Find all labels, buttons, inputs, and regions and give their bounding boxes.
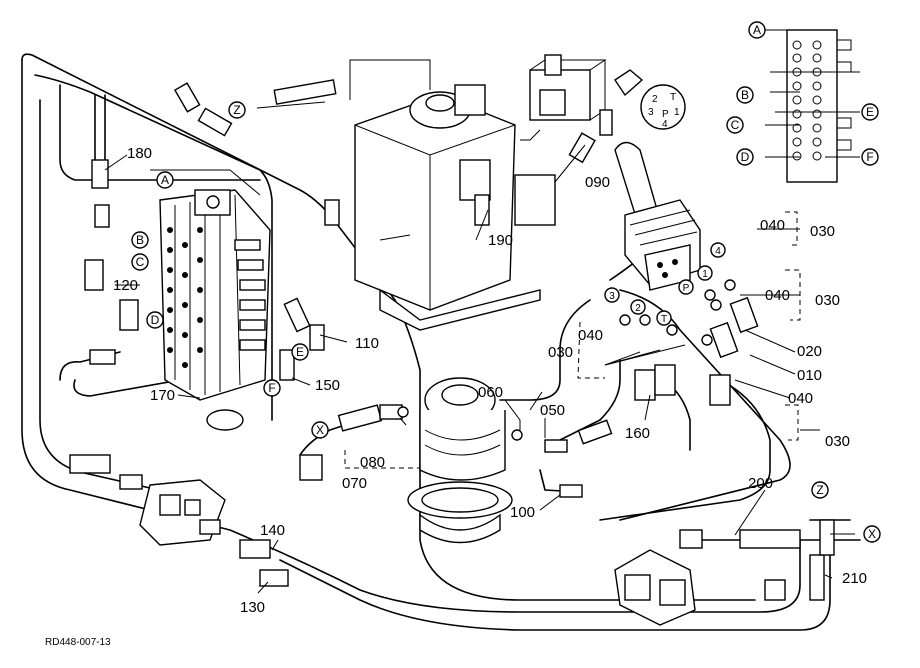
label-030-b: 030 — [815, 292, 840, 309]
ref-letter-d: D — [741, 150, 750, 164]
figure-code: RD448-007-13 — [45, 637, 111, 648]
dashed-brackets — [344, 211, 820, 469]
port-t: T — [661, 314, 667, 325]
ref-letter-z: Z — [816, 483, 823, 497]
label-110: 110 — [355, 335, 379, 352]
label-040-d: 040 — [788, 390, 813, 407]
letter-b: B — [136, 233, 144, 247]
ref-letter-c: C — [731, 118, 740, 132]
part-number-labels: 180 120 170 110 150 190 090 040 030 040 … — [113, 145, 867, 616]
label-170: 170 — [150, 387, 175, 404]
label-200: 200 — [748, 475, 773, 492]
label-150: 150 — [315, 377, 340, 394]
port-map-4: 4 — [662, 119, 668, 130]
label-030-d: 030 — [825, 433, 850, 450]
label-190: 190 — [488, 232, 513, 249]
letter-a: A — [161, 173, 169, 187]
letter-c: C — [136, 255, 145, 269]
port-map-p: P — [662, 109, 669, 120]
ref-letter-a: A — [753, 23, 761, 37]
label-140: 140 — [260, 522, 285, 539]
ref-letter-e: E — [866, 105, 874, 119]
ref-letter-x: X — [868, 527, 876, 541]
control-valve — [150, 169, 271, 431]
label-160: 160 — [625, 425, 650, 442]
label-010: 010 — [797, 367, 822, 384]
port-reference-chart — [765, 29, 860, 183]
ref-letter-b: B — [741, 88, 749, 102]
port-p: P — [683, 283, 690, 294]
leader-lines — [104, 101, 855, 594]
label-040-c: 040 — [578, 327, 603, 344]
label-020: 020 — [797, 343, 822, 360]
letter-z: Z — [233, 103, 240, 117]
letter-e: E — [296, 345, 304, 359]
port-4: 4 — [715, 246, 721, 257]
port-1: 1 — [702, 269, 708, 280]
letter-x: X — [316, 423, 324, 437]
label-080: 080 — [360, 454, 385, 471]
label-090: 090 — [585, 174, 610, 191]
letter-d: D — [151, 313, 160, 327]
label-070: 070 — [342, 475, 367, 492]
label-180: 180 — [127, 145, 152, 162]
lower-right-solenoid — [614, 529, 825, 626]
letter-f: F — [268, 381, 275, 395]
port-map-1: 1 — [674, 107, 680, 118]
port-map-2: 2 — [652, 94, 658, 105]
port-2: 2 — [635, 303, 641, 314]
label-060: 060 — [478, 384, 503, 401]
label-130: 130 — [240, 599, 265, 616]
port-3: 3 — [609, 291, 615, 302]
pilot-valve-joystick — [614, 141, 701, 291]
swivel-motor — [407, 377, 521, 544]
port-map-t: T — [670, 92, 676, 103]
ref-letter-f: F — [866, 150, 873, 164]
label-050: 050 — [540, 402, 565, 419]
label-100: 100 — [510, 504, 535, 521]
circle-letter-labels: A B C D E F Z X A B C D E F Z X 3 2 T P … — [136, 23, 876, 541]
label-040-b: 040 — [765, 287, 790, 304]
label-120: 120 — [113, 277, 138, 294]
hydraulic-tank — [349, 59, 556, 331]
solenoid-valve — [529, 54, 644, 136]
label-030-a: 030 — [810, 223, 835, 240]
port-map-3: 3 — [648, 107, 654, 118]
fittings — [84, 79, 835, 556]
label-040-a: 040 — [760, 217, 785, 234]
label-210: 210 — [842, 570, 867, 587]
circle-markers — [131, 21, 881, 543]
label-030-c: 030 — [548, 344, 573, 361]
lower-left-valve — [69, 454, 289, 587]
